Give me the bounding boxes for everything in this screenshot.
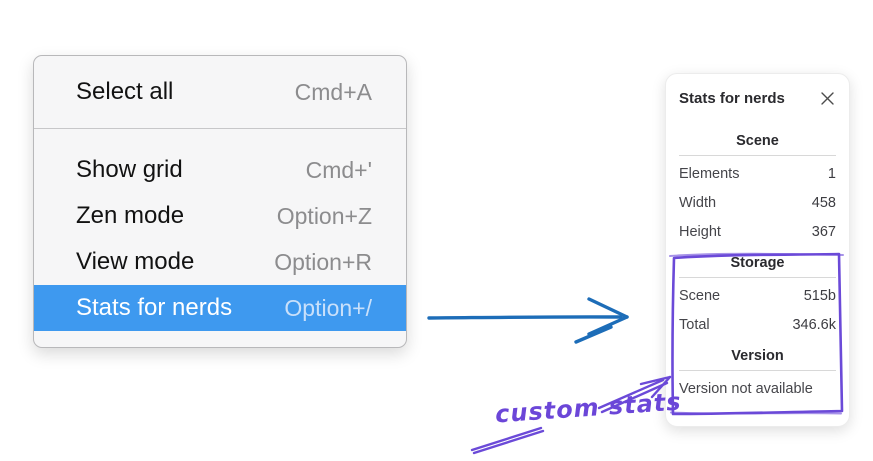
stat-value: 346.6k: [792, 316, 836, 333]
stat-label: Height: [679, 223, 721, 240]
stats-panel-title: Stats for nerds: [679, 89, 785, 107]
stats-panel: Stats for nerds Scene Elements 1 Width 4…: [665, 73, 850, 427]
menu-item-show-grid[interactable]: Show grid Cmd+': [34, 147, 406, 193]
stats-panel-header: Stats for nerds: [679, 87, 836, 109]
section-version: Version Version not available: [679, 348, 836, 403]
stat-value: 367: [811, 223, 836, 240]
menu-separator: [34, 128, 406, 129]
stat-value: 1: [827, 165, 836, 182]
section-heading: Scene: [736, 133, 779, 149]
stat-row-height: Height 367: [679, 217, 836, 246]
menu-item-label: View mode: [76, 248, 195, 275]
menu-item-label: Stats for nerds: [76, 294, 233, 321]
stat-row-scene-size: Scene 515b: [679, 281, 836, 310]
menu-item-zen-mode[interactable]: Zen mode Option+Z: [34, 193, 406, 239]
menu-item-label: Select all: [76, 78, 174, 105]
menu-group-top: Select all Cmd+A: [34, 56, 406, 128]
menu-item-view-mode[interactable]: View mode Option+R: [34, 239, 406, 285]
custom-stats-arrow: [470, 375, 672, 455]
menu-item-shortcut: Option+/: [284, 294, 372, 321]
blue-arrow: [427, 297, 629, 344]
menu-item-stats-for-nerds[interactable]: Stats for nerds Option+/: [34, 285, 406, 331]
close-icon: [820, 91, 834, 105]
section-divider: [679, 155, 836, 156]
version-note: Version not available: [679, 380, 813, 397]
stat-row-width: Width 458: [679, 188, 836, 217]
section-heading: Storage: [730, 255, 785, 271]
close-button[interactable]: [818, 89, 836, 107]
stat-label: Elements: [679, 165, 740, 182]
menu-item-shortcut: Cmd+': [305, 156, 372, 183]
stat-value: 458: [811, 194, 836, 211]
stat-label: Scene: [679, 287, 721, 304]
menu-item-shortcut: Option+R: [274, 248, 372, 275]
stat-value: 515b: [803, 287, 836, 304]
menu-group-bottom: Show grid Cmd+' Zen mode Option+Z View m…: [34, 129, 406, 345]
menu-item-shortcut: Cmd+A: [294, 78, 372, 105]
menu-item-select-all[interactable]: Select all Cmd+A: [34, 69, 406, 115]
custom-stats-annotation: custom stats: [494, 387, 683, 429]
context-menu: Select all Cmd+A Show grid Cmd+' Zen mod…: [33, 55, 407, 348]
section-divider: [679, 277, 836, 278]
section-storage: Storage Scene 515b Total 346.6k: [679, 255, 836, 339]
stat-row-total-size: Total 346.6k: [679, 310, 836, 339]
stat-row-elements: Elements 1: [679, 159, 836, 188]
stat-label: Total: [679, 316, 710, 333]
menu-item-shortcut: Option+Z: [276, 202, 372, 229]
menu-item-label: Zen mode: [76, 202, 185, 229]
stat-label: Width: [679, 194, 717, 211]
section-heading: Version: [731, 348, 784, 364]
menu-item-label: Show grid: [76, 156, 183, 183]
section-divider: [679, 370, 836, 371]
section-scene: Scene Elements 1 Width 458 Height 367: [679, 133, 836, 246]
